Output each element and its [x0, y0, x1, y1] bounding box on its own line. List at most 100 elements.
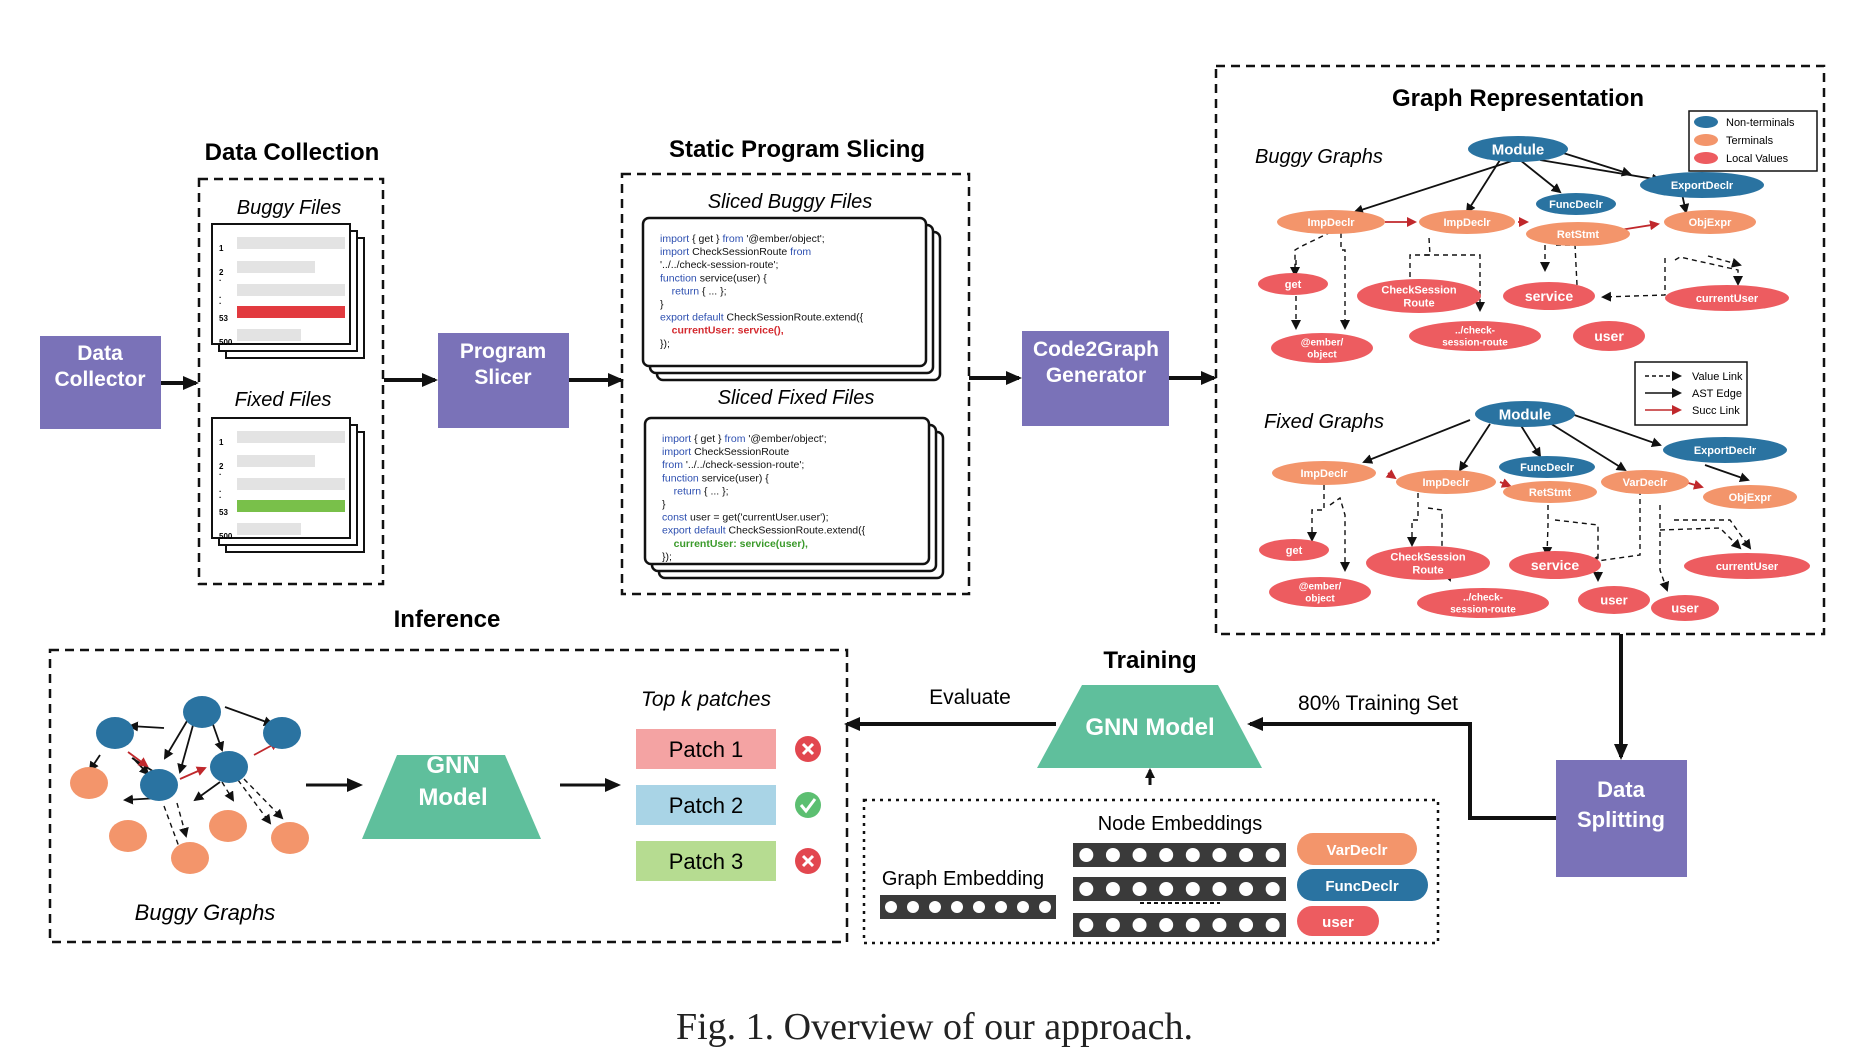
fixed-code-line: export default CheckSessionRoute.extend(…	[662, 525, 866, 537]
buggy-file-line-number: 1	[219, 244, 224, 253]
fixed-file-code-line	[237, 431, 345, 443]
value-edge	[1290, 231, 1332, 277]
node-embedding-vector-cell	[1079, 918, 1094, 932]
value-edge	[1707, 255, 1742, 268]
buggy-node-retstmt: RetStmt	[1526, 222, 1630, 246]
buggy-node-retstmt-label: RetStmt	[1557, 229, 1600, 241]
fixed-node-service: service	[1509, 551, 1601, 579]
value-edge	[176, 802, 189, 838]
patch-label: Patch 2	[669, 793, 744, 818]
fixed-node-exportdeclr: ExportDeclr	[1663, 437, 1787, 463]
inference-graph-node	[171, 842, 209, 874]
inference-graph-node	[271, 822, 309, 854]
ast-edge	[1559, 409, 1662, 448]
buggy-node-currentuser: currentUser	[1665, 285, 1789, 311]
svg-text:Succ Link: Succ Link	[1692, 405, 1740, 417]
buggy-node-get: get	[1258, 273, 1328, 295]
fixed-file-line-number: 53	[219, 508, 228, 517]
buggy-code-line: currentUser: service(),	[660, 325, 784, 337]
svg-text:Value Link: Value Link	[1692, 371, 1743, 383]
node-embedding-vector-cell	[1265, 848, 1280, 862]
buggy-node-exportdeclr: ExportDeclr	[1640, 172, 1764, 198]
buggy-node-objexpr: ObjExpr	[1664, 210, 1756, 234]
buggy-file-line-number: .	[219, 297, 221, 306]
svg-text:Non-terminals: Non-terminals	[1726, 117, 1795, 129]
graph-representation-frame	[1214, 64, 1826, 636]
fixed-node-impdeclr-2-label: ImpDeclr	[1422, 477, 1470, 489]
succ-edge	[1499, 478, 1512, 488]
buggy-node-impdeclr-1-label: ImpDeclr	[1307, 217, 1355, 229]
training-title: Training	[1103, 647, 1196, 674]
inference-buggy-graphs-label: Buggy Graphs	[135, 900, 276, 925]
ast-edge	[128, 721, 165, 732]
fixed-files-label: Fixed Files	[235, 389, 332, 411]
ast-edge	[1704, 464, 1750, 483]
graph-embedding-vector-cell	[1017, 901, 1029, 913]
value-edge	[1329, 496, 1350, 572]
buggy-code-line: import { get } from '@ember/object';	[660, 233, 825, 245]
node-embedding-vector-cell	[1185, 848, 1200, 862]
ast-edge	[193, 781, 221, 802]
node-embedding-vector-cell	[1212, 848, 1227, 862]
succ-edge	[1619, 220, 1660, 231]
ast-edge	[163, 715, 191, 760]
fixed-node-exportdeclr-label: ExportDeclr	[1694, 445, 1757, 457]
buggy-file-line-number: 500	[219, 338, 233, 347]
value-edge	[1307, 485, 1325, 542]
fixed-node-currentuser: currentUser	[1684, 553, 1810, 579]
inference-graph-node	[96, 717, 134, 749]
buggy-file-code-line	[237, 306, 345, 318]
buggy-node-user-label: user	[1594, 328, 1624, 344]
fixed-code-line: const user = get('currentUser.user');	[662, 512, 829, 524]
buggy-code-line: }	[660, 299, 664, 311]
buggy-file-code-line	[237, 261, 315, 273]
ast-edge	[1465, 159, 1501, 214]
fixed-code-line: function service(user) {	[662, 472, 769, 484]
fixed-code-line: from '../../check-session-route';	[662, 459, 804, 471]
inference-graph-node	[210, 751, 248, 783]
fixed-file-code-line	[237, 455, 315, 467]
fixed-code-line: });	[662, 551, 672, 563]
fixed-node-vardeclr: VarDeclr	[1601, 470, 1689, 494]
sliced-fixed-code: import { get } from '@ember/object';impo…	[643, 416, 945, 580]
patch-box	[636, 729, 776, 769]
buggy-code-page	[641, 216, 928, 368]
node-embedding-vector-cell	[1105, 848, 1120, 862]
graph-embedding-vector-cell	[973, 901, 985, 913]
fixed-node-get: get	[1259, 539, 1329, 561]
graph-embedding-vector-cell	[995, 901, 1007, 913]
inference-gnn-model	[362, 755, 541, 839]
fixed-node-funcdeclr: FuncDeclr	[1499, 456, 1595, 478]
fixed-node-objexpr-label: ObjExpr	[1729, 492, 1773, 504]
buggy-graphs-label: Buggy Graphs	[1255, 146, 1383, 168]
graph-embedding-vector-cell	[951, 901, 963, 913]
ast-edge	[1519, 423, 1542, 458]
fixed-node-impdeclr-2: ImpDeclr	[1396, 470, 1496, 494]
top-k-patches-label: Top k patches	[641, 688, 771, 711]
buggy-file-line-number: .	[219, 291, 221, 300]
training-gnn-model	[1037, 685, 1262, 768]
node-embedding-vector-cell	[1212, 918, 1227, 932]
embedding-frame	[862, 798, 1440, 945]
fixed-code-line: }	[662, 499, 666, 511]
cross-icon	[795, 736, 821, 762]
fixed-file-line-number: .	[219, 485, 221, 494]
buggy-file-code-line	[237, 237, 345, 249]
inference-buggy-graph	[70, 696, 309, 874]
ast-edge	[1353, 159, 1516, 215]
buggy-node-ember-object: @ember/object	[1271, 333, 1373, 363]
node-legend: Non-terminals Terminals Local Values	[1688, 110, 1818, 172]
succ-edge	[1385, 469, 1397, 480]
fixed-code-line: import { get } from '@ember/object';	[662, 433, 827, 445]
node-embedding-vector-cell	[1132, 882, 1147, 896]
svg-text:VarDeclr: VarDeclr	[1327, 842, 1388, 859]
succ-edge	[179, 766, 207, 780]
ast-edge	[1362, 419, 1471, 464]
buggy-node-ember-object-label: @ember/object	[1301, 338, 1344, 361]
